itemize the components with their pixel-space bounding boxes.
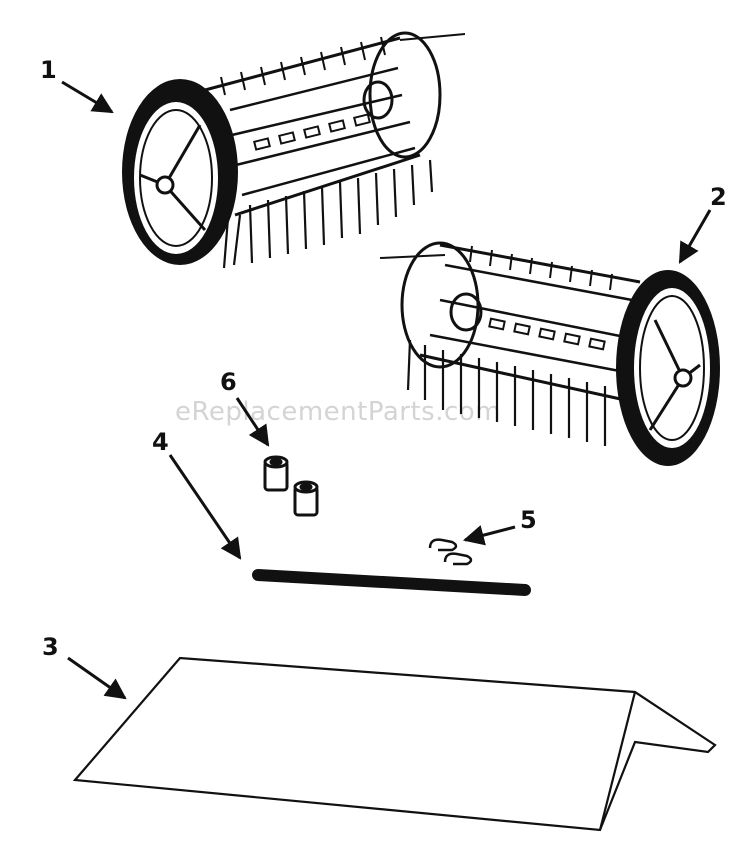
- callout-6: 6: [220, 368, 237, 396]
- arrow-5: [462, 525, 516, 546]
- axle-rod: [252, 569, 531, 596]
- bushings: [263, 455, 319, 517]
- reel-assembly-left: [204, 31, 466, 269]
- tine-bars-left: [229, 66, 416, 197]
- callout-arrows: [61, 80, 712, 700]
- wheel-right: [616, 270, 720, 466]
- grass-shield: [72, 656, 717, 832]
- arrow-6: [235, 397, 270, 447]
- callout-1: 1: [40, 56, 57, 84]
- arrow-3: [67, 656, 127, 700]
- reel-assembly-right: [379, 241, 641, 446]
- hair-pin-clips: [428, 538, 473, 566]
- wheel-left: [122, 79, 238, 265]
- callout-3: 3: [42, 633, 59, 661]
- arrow-1: [61, 80, 114, 114]
- callout-2: 2: [710, 183, 727, 211]
- arrow-2: [678, 209, 712, 264]
- callout-5: 5: [520, 506, 537, 534]
- callout-4: 4: [152, 428, 169, 456]
- watermark-text: eReplacementParts.com: [175, 397, 501, 427]
- arrow-4: [168, 454, 242, 560]
